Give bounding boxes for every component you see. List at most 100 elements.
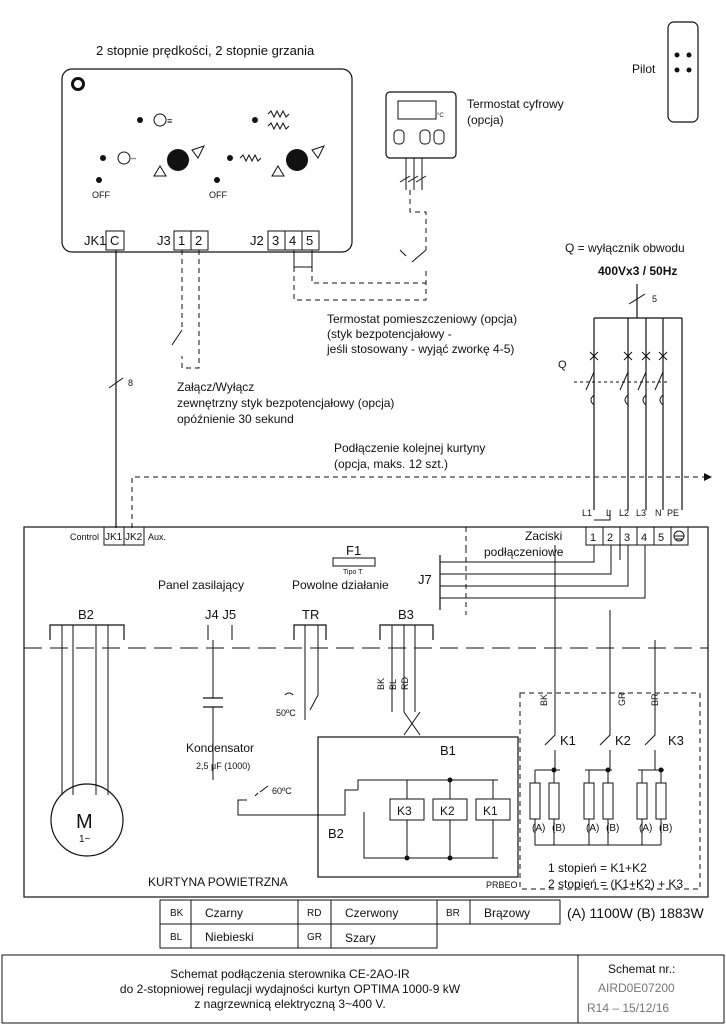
breaker-q-label: Q bbox=[558, 359, 567, 371]
panel-label: Panel zasilający bbox=[158, 578, 244, 592]
remote-label: Pilot bbox=[632, 62, 656, 76]
fuse-f1-label: F1 bbox=[346, 543, 361, 558]
terminal-block bbox=[585, 526, 689, 546]
tr-label: TR bbox=[302, 607, 319, 622]
next-curtain-line1: Podłączenie kolejnej kurtyny bbox=[334, 441, 485, 455]
relay-k1: K1 bbox=[483, 804, 498, 818]
speed-heat-title: 2 stopnie prędkości, 2 stopnie grzania bbox=[96, 43, 315, 58]
capacitor-value: 2,5 μF (1000) bbox=[196, 761, 250, 771]
footer-line3: z nagrzewnicą elektryczną 3~400 V. bbox=[194, 997, 385, 1011]
j2-label: J2 bbox=[250, 233, 264, 248]
switch-line1: Załącz/Wyłącz bbox=[177, 380, 254, 394]
heater-b-3: (B) bbox=[659, 823, 672, 834]
term-top-l2: L2 bbox=[619, 508, 629, 518]
room-thermostat-line3: jeśli stosowany - wyjąć zworkę 4-5) bbox=[326, 342, 514, 356]
svg-text:≡: ≡ bbox=[167, 116, 172, 126]
room-thermostat-line2: (styk bezpotencjałowy - bbox=[327, 327, 452, 341]
capacitor-label: Kondensator bbox=[186, 741, 254, 755]
b3-wire-rd: RD bbox=[400, 677, 410, 690]
capacitor-icon bbox=[203, 697, 223, 708]
terminals-title-2: podłączeniowe bbox=[484, 545, 564, 559]
stage-2: 2 stopień = (K1+K2) + K3 bbox=[548, 877, 683, 891]
unit-jk1: JK1 bbox=[105, 532, 123, 543]
schema-nr-code: AIRD0E07200 bbox=[598, 981, 675, 995]
c-terminal: C bbox=[110, 233, 119, 248]
schema-revision: R14 – 15/12/16 bbox=[587, 1001, 669, 1015]
legend-name-bk: Czarny bbox=[205, 906, 243, 920]
breaker-desc: Q = wyłącznik obwodu bbox=[565, 241, 685, 255]
room-thermostat-line1: Termostat pomieszczeniowy (opcja) bbox=[327, 312, 517, 326]
legend-name-bl: Niebieski bbox=[205, 930, 254, 944]
supply-breaker: 5 Q bbox=[558, 284, 683, 510]
b3-wire-bl: BL bbox=[388, 679, 398, 690]
title-block bbox=[1, 954, 725, 1024]
next-curtain-line2: (opcja, maks. 12 szt.) bbox=[334, 457, 448, 471]
stage-1: 1 stopień = K1+K2 bbox=[548, 861, 647, 875]
term-4: 4 bbox=[641, 532, 647, 544]
legend-name-rd: Czerwony bbox=[345, 906, 398, 920]
b2-temp: 60ºC bbox=[272, 786, 292, 796]
terminals-title-1: Zaciski bbox=[525, 529, 562, 543]
legend-code-bk: BK bbox=[170, 908, 184, 919]
fuse-icon bbox=[332, 557, 376, 567]
supply-wire-count: 5 bbox=[652, 294, 657, 304]
b2-label: B2 bbox=[78, 607, 94, 622]
heater-a-2: (A) bbox=[586, 823, 599, 834]
relay-k3: K3 bbox=[397, 804, 412, 818]
b1-label: B1 bbox=[440, 743, 456, 758]
term-2: 2 bbox=[607, 532, 613, 544]
heater-k2: K2 bbox=[615, 733, 631, 748]
switch-line3: opóźnienie 30 sekund bbox=[177, 412, 294, 426]
digital-thermostat-sub: (opcja) bbox=[467, 113, 504, 127]
j4j5-label: J4 J5 bbox=[205, 607, 236, 622]
heater-b-2: (B) bbox=[606, 823, 619, 834]
digital-thermostat-title: Termostat cyfrowy bbox=[467, 97, 564, 111]
control-label: Control bbox=[70, 532, 99, 542]
schema-nr-label: Schemat nr.: bbox=[608, 962, 675, 976]
heater-k3: K3 bbox=[668, 733, 684, 748]
footer-line2: do 2-stopniowej regulacji wydajności kur… bbox=[120, 982, 461, 996]
j3-terminal-1: 1 bbox=[178, 233, 185, 248]
heater-a-3: (A) bbox=[639, 823, 652, 834]
aux-label: Aux. bbox=[148, 532, 166, 542]
heater-a-1: (A) bbox=[532, 823, 545, 834]
power-ratings: (A) 1100W (B) 1883W bbox=[567, 905, 704, 921]
motor-label: M bbox=[76, 811, 93, 833]
legend-code-gr: GR bbox=[307, 932, 322, 943]
heater-b-1: (B) bbox=[552, 823, 565, 834]
air-curtain-unit bbox=[23, 526, 709, 898]
jk1-label: JK1 bbox=[84, 233, 106, 248]
legend-name-gr: Szary bbox=[345, 931, 376, 945]
legend-code-br: BR bbox=[446, 908, 460, 919]
color-legend bbox=[159, 899, 561, 949]
term-top-l1: L1 bbox=[582, 508, 592, 518]
motor-phase: 1~ bbox=[79, 834, 91, 845]
b2-board-label: B2 bbox=[328, 826, 344, 841]
legend-name-br: Brązowy bbox=[484, 906, 530, 920]
supply-label: 400Vx3 / 50Hz bbox=[598, 264, 677, 278]
fuse-type: Tipo T bbox=[343, 569, 363, 576]
j7-label: J7 bbox=[418, 572, 432, 587]
slow-label: Powolne działanie bbox=[292, 578, 389, 592]
svg-text:–: – bbox=[131, 153, 136, 163]
term-1: 1 bbox=[590, 532, 596, 544]
switch-line2: zewnętrzny styk bezpotencjałowy (opcja) bbox=[177, 396, 394, 410]
tr-temp: 50ºC bbox=[276, 708, 296, 718]
motor-icon bbox=[50, 783, 124, 857]
heater-wire-bk: BK bbox=[539, 694, 549, 706]
digital-thermostat: °C bbox=[385, 91, 457, 190]
remote-control bbox=[667, 21, 699, 123]
term-top-pe: PE bbox=[667, 508, 679, 518]
j2-terminal-3: 3 bbox=[272, 233, 279, 248]
relay-k2: K2 bbox=[440, 804, 455, 818]
legend-code-rd: RD bbox=[307, 908, 321, 919]
j3-terminal-2: 2 bbox=[195, 233, 202, 248]
term-top-l3: L3 bbox=[636, 508, 646, 518]
term-5: 5 bbox=[658, 532, 664, 544]
b3-label: B3 bbox=[398, 607, 414, 622]
j3-label: J3 bbox=[157, 233, 171, 248]
term-top-l: L bbox=[606, 508, 611, 518]
heating-elements bbox=[529, 770, 667, 846]
